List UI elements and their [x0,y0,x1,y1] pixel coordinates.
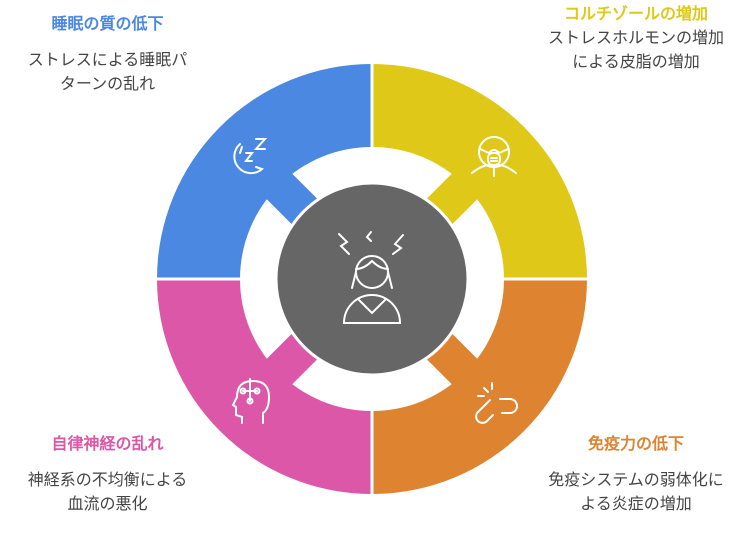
section-cortisol: コルチゾールの増加 ストレスホルモンの増加による皮脂の増加 [548,2,724,74]
section-title: 免疫力の低下 [587,434,684,453]
section-immunity: 免疫力の低下 免疫システムの弱体化による炎症の増加 [548,432,724,516]
sleep-moon-icon [233,138,268,175]
broken-link-icon [475,382,518,424]
section-autonomic-nerves: 自律神経の乱れ 神経系の不均衡による血流の悪化 [20,432,195,516]
section-description: 免疫システムの弱体化による炎症の増加 [548,470,724,513]
section-description: ストレスによる睡眠パターンの乱れ [27,50,188,93]
section-description: 神経系の不均衡による血流の悪化 [27,470,188,513]
stressed-person-icon [338,231,404,324]
center-circle [274,181,470,377]
section-description: ストレスホルモンの増加による皮脂の増加 [548,28,725,71]
section-sleep-quality: 睡眠の質の低下 ストレスによる睡眠パターンの乱れ [20,12,195,96]
section-title: コルチゾールの増加 [563,4,708,23]
section-title: 睡眠の質の低下 [51,14,164,33]
person-mask-icon [471,136,517,177]
section-title: 自律神経の乱れ [51,434,164,453]
head-nervous-icon [231,378,271,424]
